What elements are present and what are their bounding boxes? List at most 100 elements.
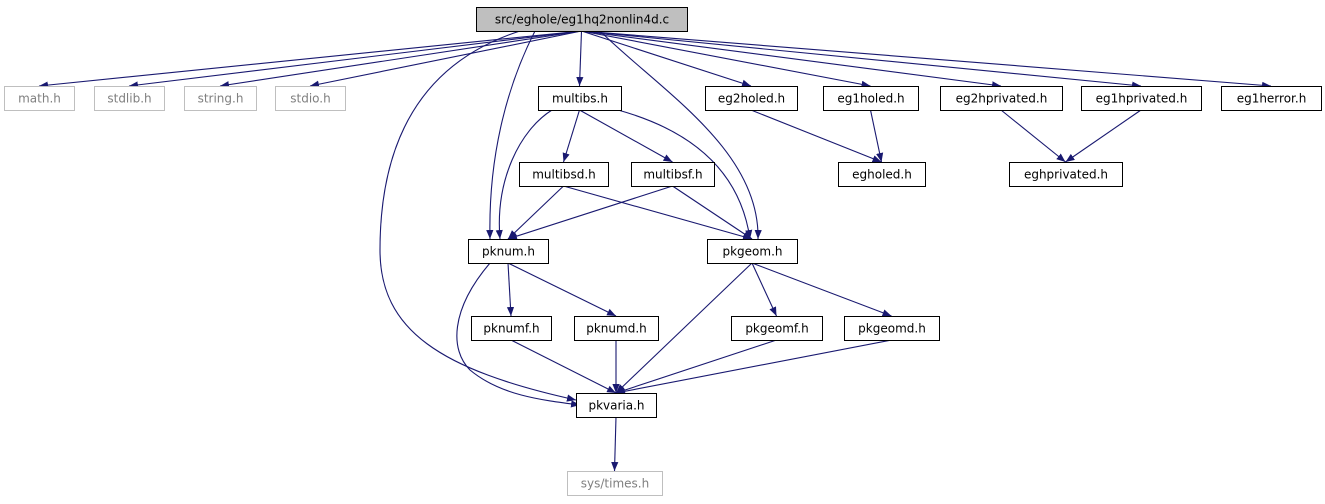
edge-root-to-string-h <box>219 30 582 89</box>
node-box <box>731 316 823 341</box>
node-pkgeomd-h[interactable]: pkgeomd.h <box>844 316 940 341</box>
node-box <box>519 162 609 187</box>
edge-pkgeomf-h-to-pkvaria-h <box>615 339 777 394</box>
node-label: pkgeom.h <box>722 245 782 259</box>
node-pkvaria-h[interactable]: pkvaria.h <box>576 393 657 418</box>
node-eg1herror-h[interactable]: eg1herror.h <box>1221 86 1322 111</box>
edge-multibsd-h-to-pkgeom-h <box>563 185 753 241</box>
edge-pkvaria-h-to-sys-times-h <box>611 416 619 472</box>
node-pknumf-h[interactable]: pknumf.h <box>471 316 552 341</box>
node-label: src/eghole/eg1hq2nonlin4d.c <box>495 13 669 27</box>
node-root[interactable]: src/eghole/eg1hq2nonlin4d.c <box>476 7 688 32</box>
edge-multibs-h-to-multibsf-h <box>579 109 673 163</box>
edge-multibs-h-to-pkgeom-h <box>617 109 753 240</box>
edge-multibsd-h-to-pknum-h <box>507 185 564 240</box>
edge-pknum-h-to-pkvaria-h <box>456 262 581 408</box>
edges <box>38 30 1272 472</box>
node-box <box>1081 86 1202 111</box>
edge-root-to-eg1holed-h <box>581 30 871 88</box>
edge-multibs-h-to-pknum-h <box>495 109 553 240</box>
edge-root-to-eg1herror-h <box>581 30 1272 89</box>
node-box <box>1221 86 1322 111</box>
node-label: stdio.h <box>290 92 330 106</box>
edge-pknum-h-to-pknumf-h <box>506 262 515 317</box>
node-label: pkvaria.h <box>588 399 644 413</box>
node-sys-times-h: sys/times.h <box>567 471 663 496</box>
node-box <box>567 471 663 496</box>
node-label: pkgeomf.h <box>745 322 808 336</box>
edge-pkgeom-h-to-pkgeomf-h <box>751 262 777 317</box>
node-stdlib-h: stdlib.h <box>94 86 165 111</box>
edge-pkgeomd-h-to-pkvaria-h <box>615 339 892 395</box>
node-label: eg1holed.h <box>837 92 904 106</box>
edge-root-to-stdio-h <box>309 30 582 88</box>
node-pknumd-h[interactable]: pknumd.h <box>574 316 659 341</box>
edge-root-to-pkvaria-h <box>379 30 577 402</box>
node-box <box>184 86 257 111</box>
node-label: string.h <box>198 92 244 106</box>
node-eghprivated-h[interactable]: eghprivated.h <box>1009 162 1123 187</box>
node-label: eg1hprivated.h <box>1096 92 1188 106</box>
node-pkgeom-h[interactable]: pkgeom.h <box>707 239 798 264</box>
edge-pknum-h-to-pknumd-h <box>507 262 617 317</box>
node-label: multibsd.h <box>532 168 596 182</box>
node-box <box>538 86 622 111</box>
node-box <box>574 316 659 341</box>
node-pknum-h[interactable]: pknum.h <box>468 239 549 264</box>
node-multibsd-h[interactable]: multibsd.h <box>519 162 609 187</box>
edge-eg1hprivated-h-to-eghprivated-h <box>1065 109 1142 163</box>
edge-multibs-h-to-multibsd-h <box>562 109 581 163</box>
node-box <box>476 7 688 32</box>
node-label: stdlib.h <box>107 92 151 106</box>
node-label: egholed.h <box>852 168 912 182</box>
node-label: pknumd.h <box>586 322 647 336</box>
node-label: eg2holed.h <box>718 92 785 106</box>
edge-root-to-stdlib-h <box>128 30 582 89</box>
node-string-h: string.h <box>184 86 257 111</box>
edge-root-to-eg2hprivated-h <box>581 30 1002 89</box>
edge-pkgeom-h-to-pkgeomd-h <box>751 262 892 317</box>
edge-eg1holed-h-to-egholed-h <box>869 109 884 163</box>
node-label: eg1herror.h <box>1237 92 1307 106</box>
node-label: pknumf.h <box>483 322 539 336</box>
edge-eg2hprivated-h-to-eghprivated-h <box>1000 109 1066 163</box>
node-box <box>94 86 165 111</box>
node-box <box>940 86 1063 111</box>
node-box <box>4 86 75 111</box>
node-box <box>576 393 657 418</box>
node-multibsf-h[interactable]: multibsf.h <box>631 162 715 187</box>
edge-root-to-multibs-h <box>576 30 584 87</box>
edge-root-to-math-h <box>38 30 582 89</box>
node-label: math.h <box>18 92 61 106</box>
node-egholed-h[interactable]: egholed.h <box>838 162 926 187</box>
node-label: multibs.h <box>552 92 608 106</box>
edge-eg2holed-h-to-egholed-h <box>750 109 882 163</box>
edge-root-to-pknum-h <box>486 30 536 240</box>
node-multibs-h[interactable]: multibs.h <box>538 86 622 111</box>
node-label: eg2hprivated.h <box>956 92 1048 106</box>
edge-multibsf-h-to-pknum-h <box>507 185 673 240</box>
edge-root-to-pkgeom-h <box>599 30 762 240</box>
node-stdio-h: stdio.h <box>275 86 346 111</box>
node-eg1hprivated-h[interactable]: eg1hprivated.h <box>1081 86 1202 111</box>
node-pkgeomf-h[interactable]: pkgeomf.h <box>731 316 823 341</box>
node-label: pkgeomd.h <box>858 322 926 336</box>
node-box <box>1009 162 1123 187</box>
node-box <box>468 239 549 264</box>
node-label: sys/times.h <box>581 477 649 491</box>
node-math-h: math.h <box>4 86 75 111</box>
node-box <box>707 239 798 264</box>
nodes: src/eghole/eg1hq2nonlin4d.c math.h stdlib.… <box>4 7 1322 496</box>
node-box <box>844 316 940 341</box>
edge-root-to-eg1hprivated-h <box>581 30 1142 89</box>
node-eg2hprivated-h[interactable]: eg2hprivated.h <box>940 86 1063 111</box>
node-box <box>471 316 552 341</box>
node-label: multibsf.h <box>643 168 702 182</box>
edge-pkgeom-h-to-pkvaria-h <box>615 262 753 394</box>
node-box <box>705 86 798 111</box>
edge-pknumf-h-to-pkvaria-h <box>510 339 617 394</box>
node-label: pknum.h <box>482 245 535 259</box>
node-eg2holed-h[interactable]: eg2holed.h <box>705 86 798 111</box>
node-eg1holed-h[interactable]: eg1holed.h <box>823 86 919 111</box>
